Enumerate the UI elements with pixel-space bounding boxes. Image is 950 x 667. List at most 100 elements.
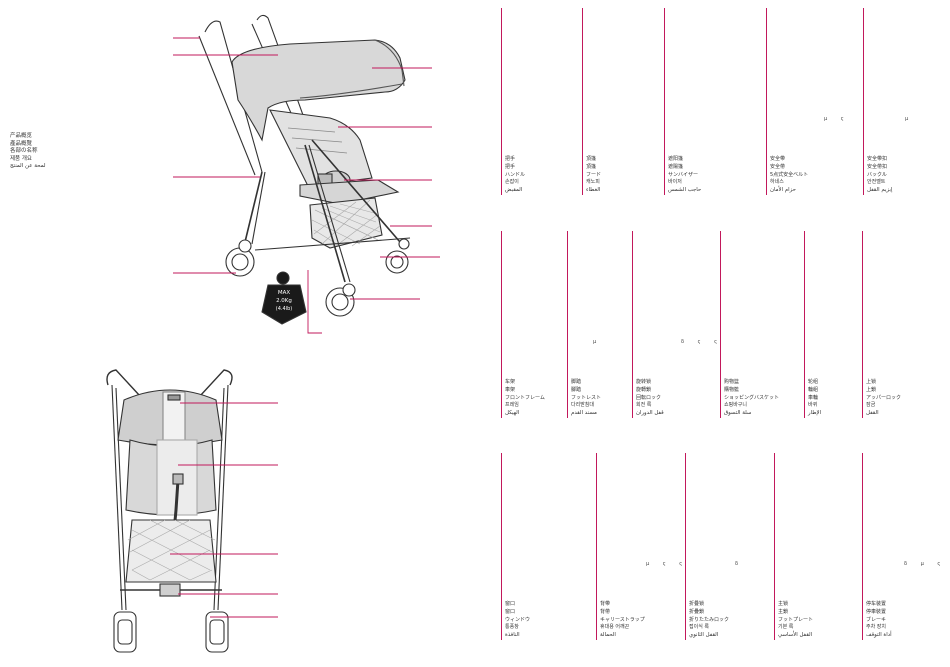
divider-line — [501, 231, 502, 418]
part-label-line: 购物篮 — [724, 379, 740, 386]
part-label-line: 安全带扣 — [867, 156, 888, 163]
part-label-line: ウィンドウ — [505, 616, 531, 623]
part-label-line: 折疊鎖 — [689, 608, 705, 615]
part-label-line: 잠금 — [866, 402, 876, 409]
rear-wheel-left — [113, 611, 137, 653]
part-label-line: 안전벨트 — [867, 179, 886, 186]
part-label-line: 輪組 — [808, 386, 819, 393]
part-label-line: 主鎖 — [778, 608, 789, 615]
symbol-marks: μ ς — [824, 116, 850, 122]
rear-wheel-right — [205, 611, 229, 653]
divider-line — [774, 453, 775, 640]
part-label-line: إبزيم القفل — [867, 187, 893, 194]
part-label-line: 安全帶 — [770, 163, 786, 170]
part-label-line: フットプレート — [778, 616, 814, 623]
title-line: 제품 개요 — [10, 155, 32, 162]
part-label-line: キャリーストラップ — [600, 616, 645, 623]
part-label-line: ブレーキ — [866, 616, 887, 623]
part-label-line: حاجب الشمس — [668, 187, 702, 194]
part-label-line: 把手 — [505, 156, 516, 163]
part-label-line: الهيكل — [505, 410, 520, 417]
weight-badge-line3: (4.4lb) — [276, 306, 292, 312]
part-label-line: サンバイザー — [668, 171, 699, 178]
part-label-line: مسند القدم — [571, 410, 597, 417]
part-label-line: 車輪 — [808, 394, 819, 401]
weight-badge-line2: 2.0Kg — [276, 298, 292, 304]
divider-line — [632, 231, 633, 418]
part-label-line: 遮阳篷 — [668, 156, 684, 163]
part-label-line: الغطاء — [586, 187, 601, 194]
part-label-line: 하네스 — [770, 179, 784, 186]
divider-line — [501, 453, 502, 640]
divider-line — [664, 8, 665, 195]
part-label-line: バックル — [867, 171, 887, 178]
part-label-line: 회전 록 — [636, 402, 652, 409]
symbol-marks: μ — [593, 339, 603, 345]
part-label-line: قفل الدوران — [636, 410, 664, 417]
part-label-line: 접이식 록 — [689, 624, 709, 631]
part-label-line: 背带 — [600, 601, 611, 608]
part-label-line: النافذة — [505, 632, 520, 639]
part-label-line: 車架 — [505, 386, 516, 393]
part-label-line: 上鎖 — [866, 386, 877, 393]
symbol-marks: μ ς ς — [646, 561, 689, 567]
part-label-line: 손잡이 — [505, 179, 519, 186]
part-label-line: 주차 장치 — [866, 624, 886, 631]
part-label-line: 折りたたみロック — [689, 616, 730, 623]
rear-wheel — [385, 250, 409, 274]
callout-lines-rear — [170, 402, 278, 618]
symbol-marks: μ — [905, 116, 915, 122]
divider-line — [582, 8, 583, 195]
part-label-line: 轮组 — [808, 379, 819, 386]
part-label-line: 쇼핑바구니 — [724, 402, 748, 409]
title-line: 產品概覽 — [10, 140, 33, 147]
part-label-line: المقبض — [505, 187, 523, 194]
divider-line — [863, 8, 864, 195]
part-label-line: الحمالة — [600, 632, 616, 639]
hood-shape — [231, 39, 406, 142]
part-label-line: 旋轉鎖 — [636, 386, 652, 393]
part-label-line: 车架 — [505, 379, 516, 386]
part-label-line: 통풍창 — [505, 624, 519, 631]
part-label-line: 回転ロック — [636, 394, 662, 401]
symbol-marks: δ — [735, 561, 745, 567]
weight-badge-line1: MAX — [278, 290, 291, 296]
part-label-line: حزام الأمان — [770, 187, 796, 194]
part-label-line: 停車裝置 — [866, 608, 887, 615]
part-label-line: 脚踏 — [571, 379, 582, 386]
part-label-line: 窗口 — [505, 608, 516, 615]
part-label-line: 折叠锁 — [689, 601, 705, 608]
part-label-line: 安全带 — [770, 156, 786, 163]
symbol-marks: δ ς ς — [681, 339, 724, 345]
part-label-line: الإطار — [808, 410, 822, 417]
part-label-line: 頂篷 — [586, 163, 597, 170]
part-label-line: القفل الثانوي — [689, 632, 719, 639]
part-label-line: 頂篷 — [586, 156, 597, 163]
divider-line — [596, 453, 597, 640]
part-label-line: 把手 — [505, 163, 516, 170]
part-label-line: 腳踏 — [571, 386, 582, 393]
part-label-line: 旋转锁 — [636, 379, 652, 386]
